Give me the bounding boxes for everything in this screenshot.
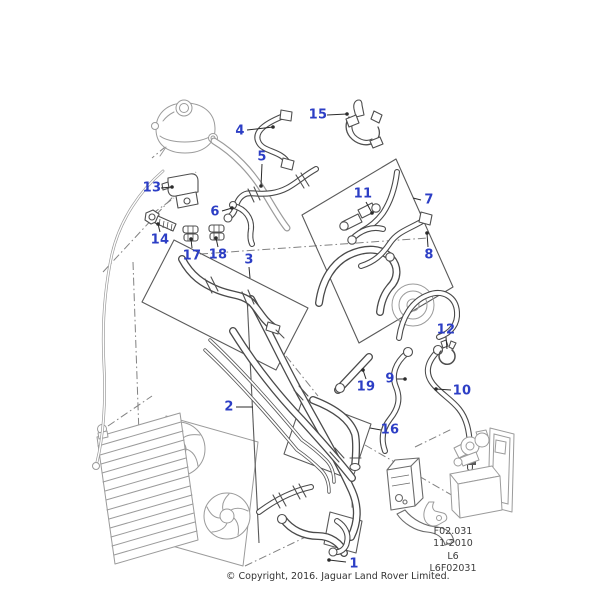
- callout-17[interactable]: 17: [182, 248, 202, 264]
- clamp-bracket-15: [345, 99, 384, 149]
- hose-loop-manifold: [319, 172, 397, 312]
- leader-dot-18: [214, 236, 218, 240]
- tank-cap: [175, 99, 193, 117]
- sensor-bracket-13: [161, 173, 199, 209]
- leader-dot-19: [361, 368, 365, 372]
- hose-16-pipe: [313, 400, 362, 472]
- leader-line-12: [445, 336, 448, 350]
- aux-pump-assembly: [449, 427, 515, 519]
- hose-1-junction: [259, 483, 348, 556]
- leader-dot-15: [345, 112, 349, 116]
- overflow-pipe: [92, 169, 165, 470]
- leader-dot-10: [434, 387, 438, 391]
- stamp-drawing-number: F02.031: [433, 526, 473, 537]
- leader-line-15: [326, 113, 348, 116]
- leader-line-4: [246, 126, 274, 131]
- stamp-bracket: [423, 501, 448, 527]
- hose-8: [361, 211, 433, 266]
- callout-3[interactable]: 3: [244, 252, 254, 268]
- leader-dot-17: [189, 237, 193, 241]
- leader-line-1: [328, 559, 347, 563]
- callout-13[interactable]: 13: [142, 180, 162, 196]
- relay-box: [386, 457, 424, 511]
- radiator: [96, 412, 199, 565]
- leader-line-13: [160, 186, 173, 189]
- leader-dot-1: [327, 558, 331, 562]
- hose-5: [223, 169, 316, 223]
- leader-line-11: [365, 201, 373, 214]
- leader-line-3: [248, 266, 251, 279]
- callout-leader-lines: [156, 112, 452, 563]
- callout-12[interactable]: 12: [436, 322, 456, 338]
- stamp-date: 11-2010: [433, 538, 473, 550]
- hose-4: [257, 109, 295, 171]
- callout-16[interactable]: 16: [380, 422, 400, 438]
- leader-line-16: [369, 427, 382, 431]
- bolt-14: [144, 209, 177, 232]
- callout-11[interactable]: 11: [353, 186, 373, 202]
- stamp-code: L6F02031: [429, 563, 477, 575]
- hose-9: [383, 346, 414, 452]
- leader-line-8: [426, 232, 429, 248]
- cooling-fan-2: [203, 492, 251, 540]
- callout-8[interactable]: 8: [424, 247, 434, 263]
- hose-19: [336, 357, 370, 393]
- copyright-notice: © Copyright, 2016. Jaguar Land Rover Lim…: [226, 571, 450, 582]
- callout-9[interactable]: 9: [385, 371, 395, 387]
- leader-line-7: [412, 197, 422, 201]
- callout-15[interactable]: 15: [308, 107, 328, 123]
- callout-1[interactable]: 1: [349, 556, 359, 572]
- leader-dot-6: [230, 206, 234, 210]
- leader-dot-14: [156, 222, 160, 226]
- clip-18: [208, 224, 225, 241]
- leader-dot-13: [170, 185, 174, 189]
- callout-4[interactable]: 4: [235, 123, 245, 139]
- leader-dot-9: [403, 377, 407, 381]
- callout-14[interactable]: 14: [150, 232, 170, 248]
- callout-18[interactable]: 18: [208, 247, 228, 263]
- leader-dot-8: [425, 231, 429, 235]
- callout-5[interactable]: 5: [257, 149, 267, 165]
- group-line-2: [246, 295, 260, 544]
- callout-7[interactable]: 7: [424, 192, 434, 208]
- group-box-3: [141, 239, 309, 371]
- leader-dot-11: [370, 211, 374, 215]
- callout-6[interactable]: 6: [210, 204, 220, 220]
- leader-dot-4: [271, 125, 275, 129]
- bracket-arm: [396, 509, 455, 546]
- stamp-variant: L6: [447, 550, 459, 562]
- centerlines: [102, 125, 456, 567]
- leader-line-10: [435, 388, 452, 391]
- hose-3-upper-radiator: [182, 259, 285, 339]
- expansion-tank: [151, 99, 218, 157]
- callout-19[interactable]: 19: [356, 379, 376, 395]
- callout-2[interactable]: 2: [224, 399, 234, 415]
- drawing-stamp: F02.031 11-2010 L6 L6F02031: [408, 526, 498, 576]
- leader-line-5: [260, 163, 263, 187]
- pulley: [391, 283, 435, 327]
- leader-dot-5: [259, 184, 263, 188]
- radiator-fins: [97, 421, 198, 556]
- callout-10[interactable]: 10: [452, 383, 472, 399]
- group-box-7: [301, 158, 454, 344]
- hose-2-assembly: [233, 299, 357, 537]
